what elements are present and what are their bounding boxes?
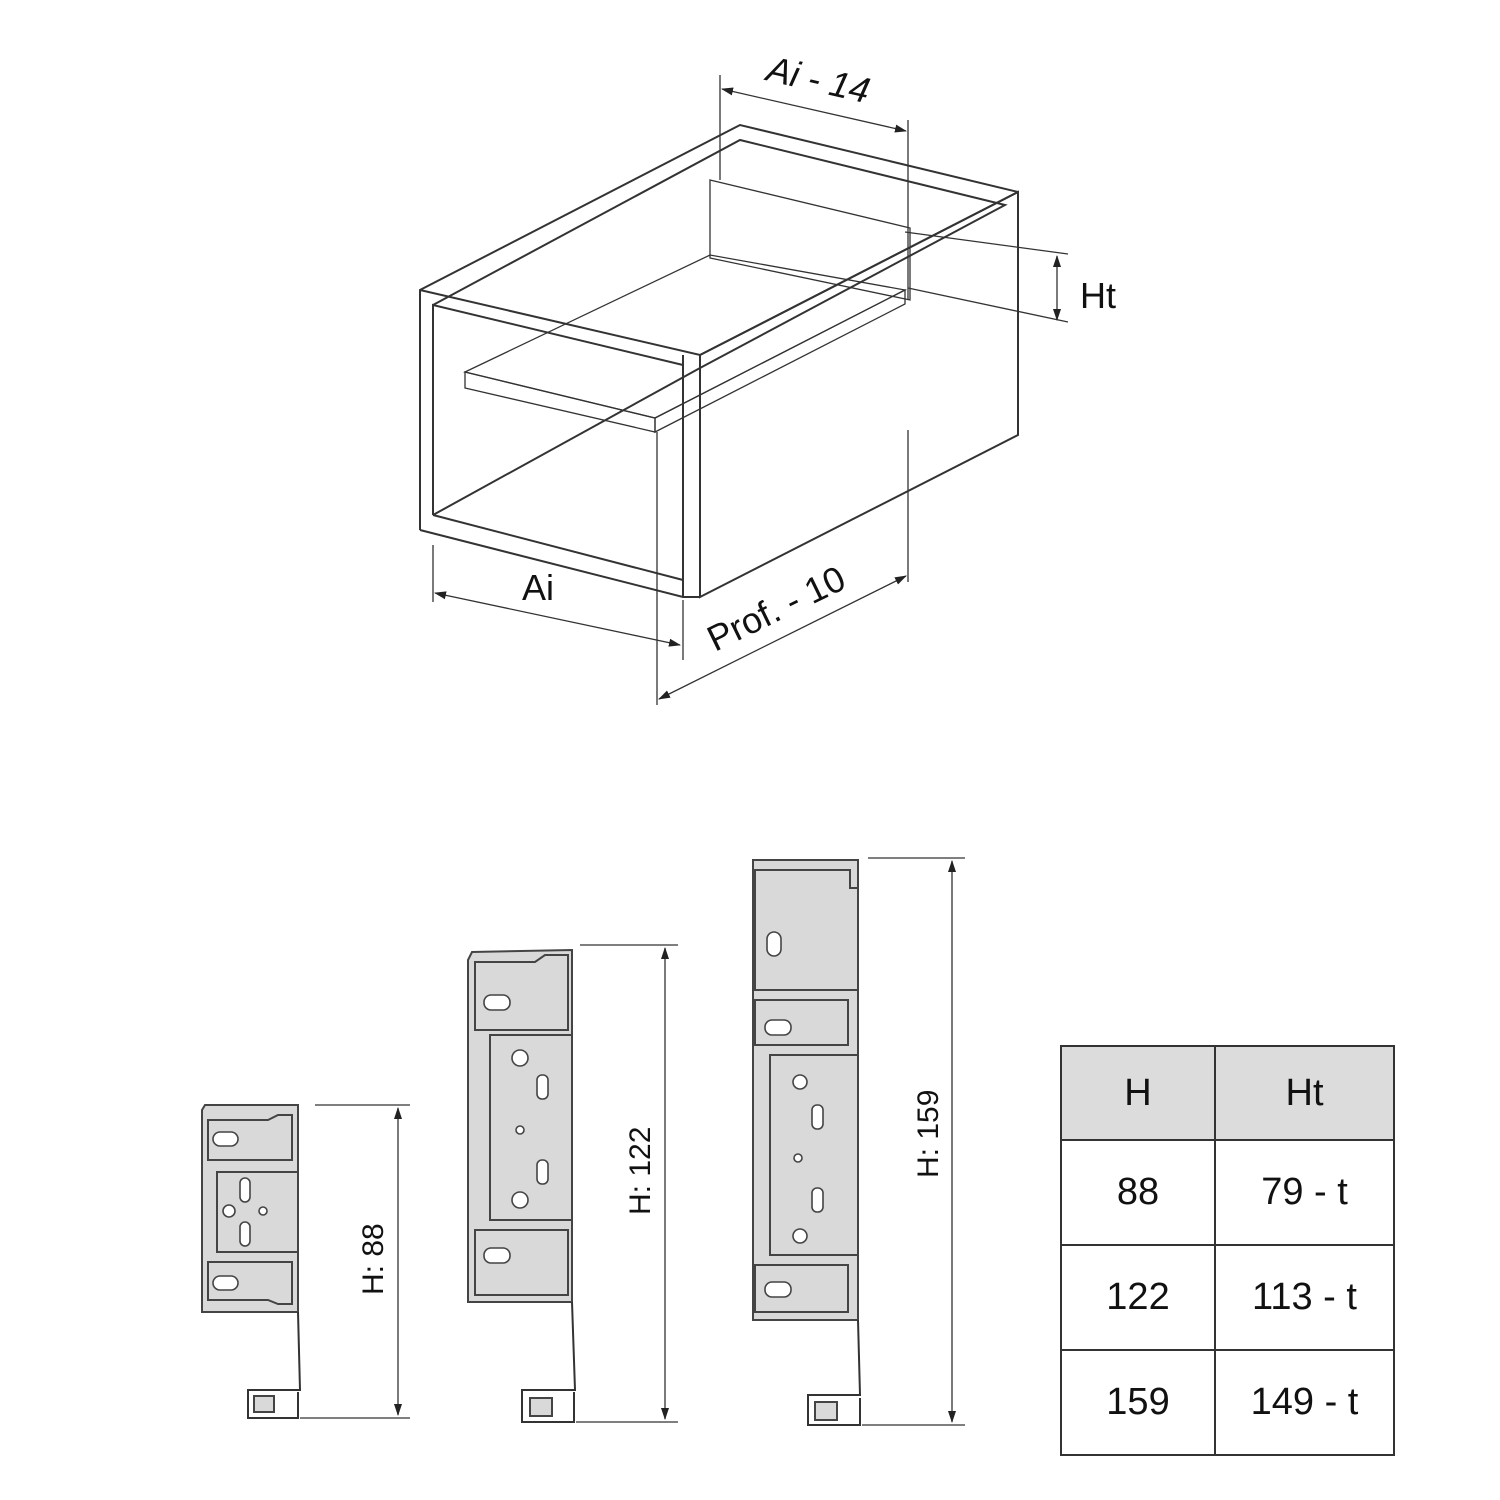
table-cell: 159 [1060, 1349, 1216, 1456]
bracket-label-h122: H: 122 [624, 1127, 657, 1215]
shelf-back-panel [709, 179, 911, 301]
dimension-prof-10: Prof. - 10 [656, 430, 909, 705]
table-cell: 88 [1060, 1139, 1216, 1246]
table-header-h: H [1060, 1045, 1216, 1141]
dim-label-ht: Ht [1080, 275, 1116, 316]
table-cell: 122 [1060, 1244, 1216, 1351]
table-header-row: H Ht [1060, 1045, 1395, 1141]
height-table: H Ht 88 79 - t 122 113 - t 159 149 - t [1060, 1045, 1395, 1456]
table-cell: 113 - t [1214, 1244, 1395, 1351]
cabinet-drawing [419, 123, 1019, 599]
dim-label-prof-10: Prof. - 10 [701, 557, 852, 659]
table-row: 122 113 - t [1060, 1244, 1395, 1351]
cabinet-side-panel [699, 190, 1019, 599]
bracket-h122: H: 122 [467, 944, 678, 1423]
bracket-h159: H: 159 [752, 857, 965, 1426]
bracket-label-h159: H: 159 [912, 1090, 945, 1178]
shelf-side-edge [654, 288, 906, 434]
bracket-h88: H: 88 [201, 1104, 410, 1419]
table-row: 159 149 - t [1060, 1349, 1395, 1456]
table-header-ht: Ht [1214, 1045, 1395, 1141]
bracket-label-h88: H: 88 [357, 1223, 390, 1295]
table-cell: 79 - t [1214, 1139, 1395, 1246]
dimension-ht: Ht [904, 231, 1116, 323]
shelf-top [463, 254, 908, 419]
table-cell: 149 - t [1214, 1349, 1395, 1456]
dim-label-ai: Ai [522, 567, 554, 608]
shelf-front-edge [464, 371, 656, 433]
table-row: 88 79 - t [1060, 1139, 1395, 1246]
dimension-ai: Ai [432, 545, 684, 660]
